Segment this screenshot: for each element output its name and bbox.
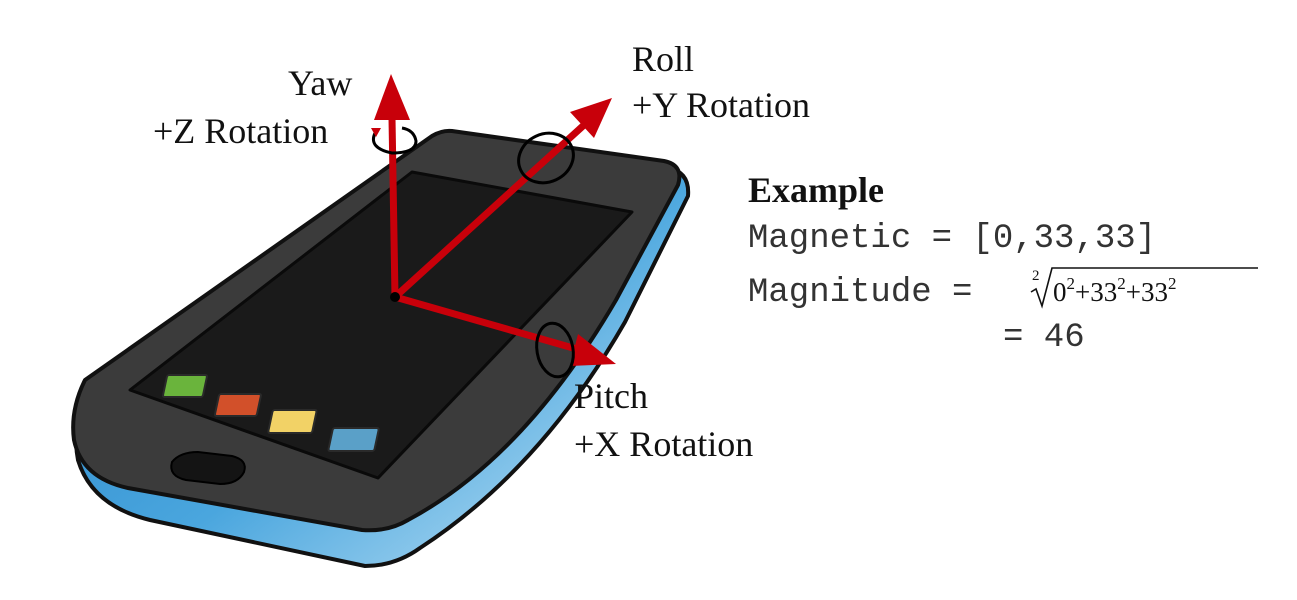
example-block: Example Magnetic = [0,33,33] Magnitude =…	[748, 170, 1258, 357]
yaw-rotation-icon	[371, 126, 418, 155]
app-icon-green	[161, 374, 208, 398]
home-button	[170, 450, 246, 486]
radicand: 02+332+332	[1053, 274, 1176, 307]
pitch-rotation-label: +X Rotation	[574, 424, 753, 464]
app-icon-yellow	[267, 409, 318, 434]
magnitude-label: Magnitude =	[748, 274, 972, 312]
rotation-indicators	[371, 126, 575, 379]
example-heading: Example	[748, 170, 884, 210]
yaw-label: Yaw	[288, 63, 352, 103]
app-icon-blue	[327, 427, 380, 452]
origin-point	[390, 292, 400, 302]
z-axis-arrow	[388, 117, 399, 298]
radical-sign	[1030, 267, 1258, 309]
pitch-rotation-icon	[535, 321, 575, 379]
roll-rotation-icon	[517, 131, 575, 185]
yaw-rotation-label: +Z Rotation	[153, 111, 328, 151]
z-axis-arrowhead	[374, 74, 410, 120]
magnitude-result: = 46	[1003, 319, 1085, 357]
smartphone	[71, 128, 691, 568]
y-axis-arrow	[392, 122, 587, 300]
y-axis-arrowhead	[570, 98, 612, 138]
roll-rotation-label: +Y Rotation	[632, 85, 810, 125]
axis-arrows	[374, 74, 616, 366]
roll-label: Roll	[632, 39, 694, 79]
pitch-label: Pitch	[574, 376, 648, 416]
yaw-rotation-arrowhead	[371, 128, 381, 137]
magnetic-equation: Magnetic = [0,33,33]	[748, 220, 1156, 258]
app-icon-orange	[213, 393, 262, 417]
x-axis-arrowhead	[570, 334, 616, 366]
x-axis-arrow	[394, 293, 581, 354]
root-index: 2	[1032, 268, 1040, 284]
